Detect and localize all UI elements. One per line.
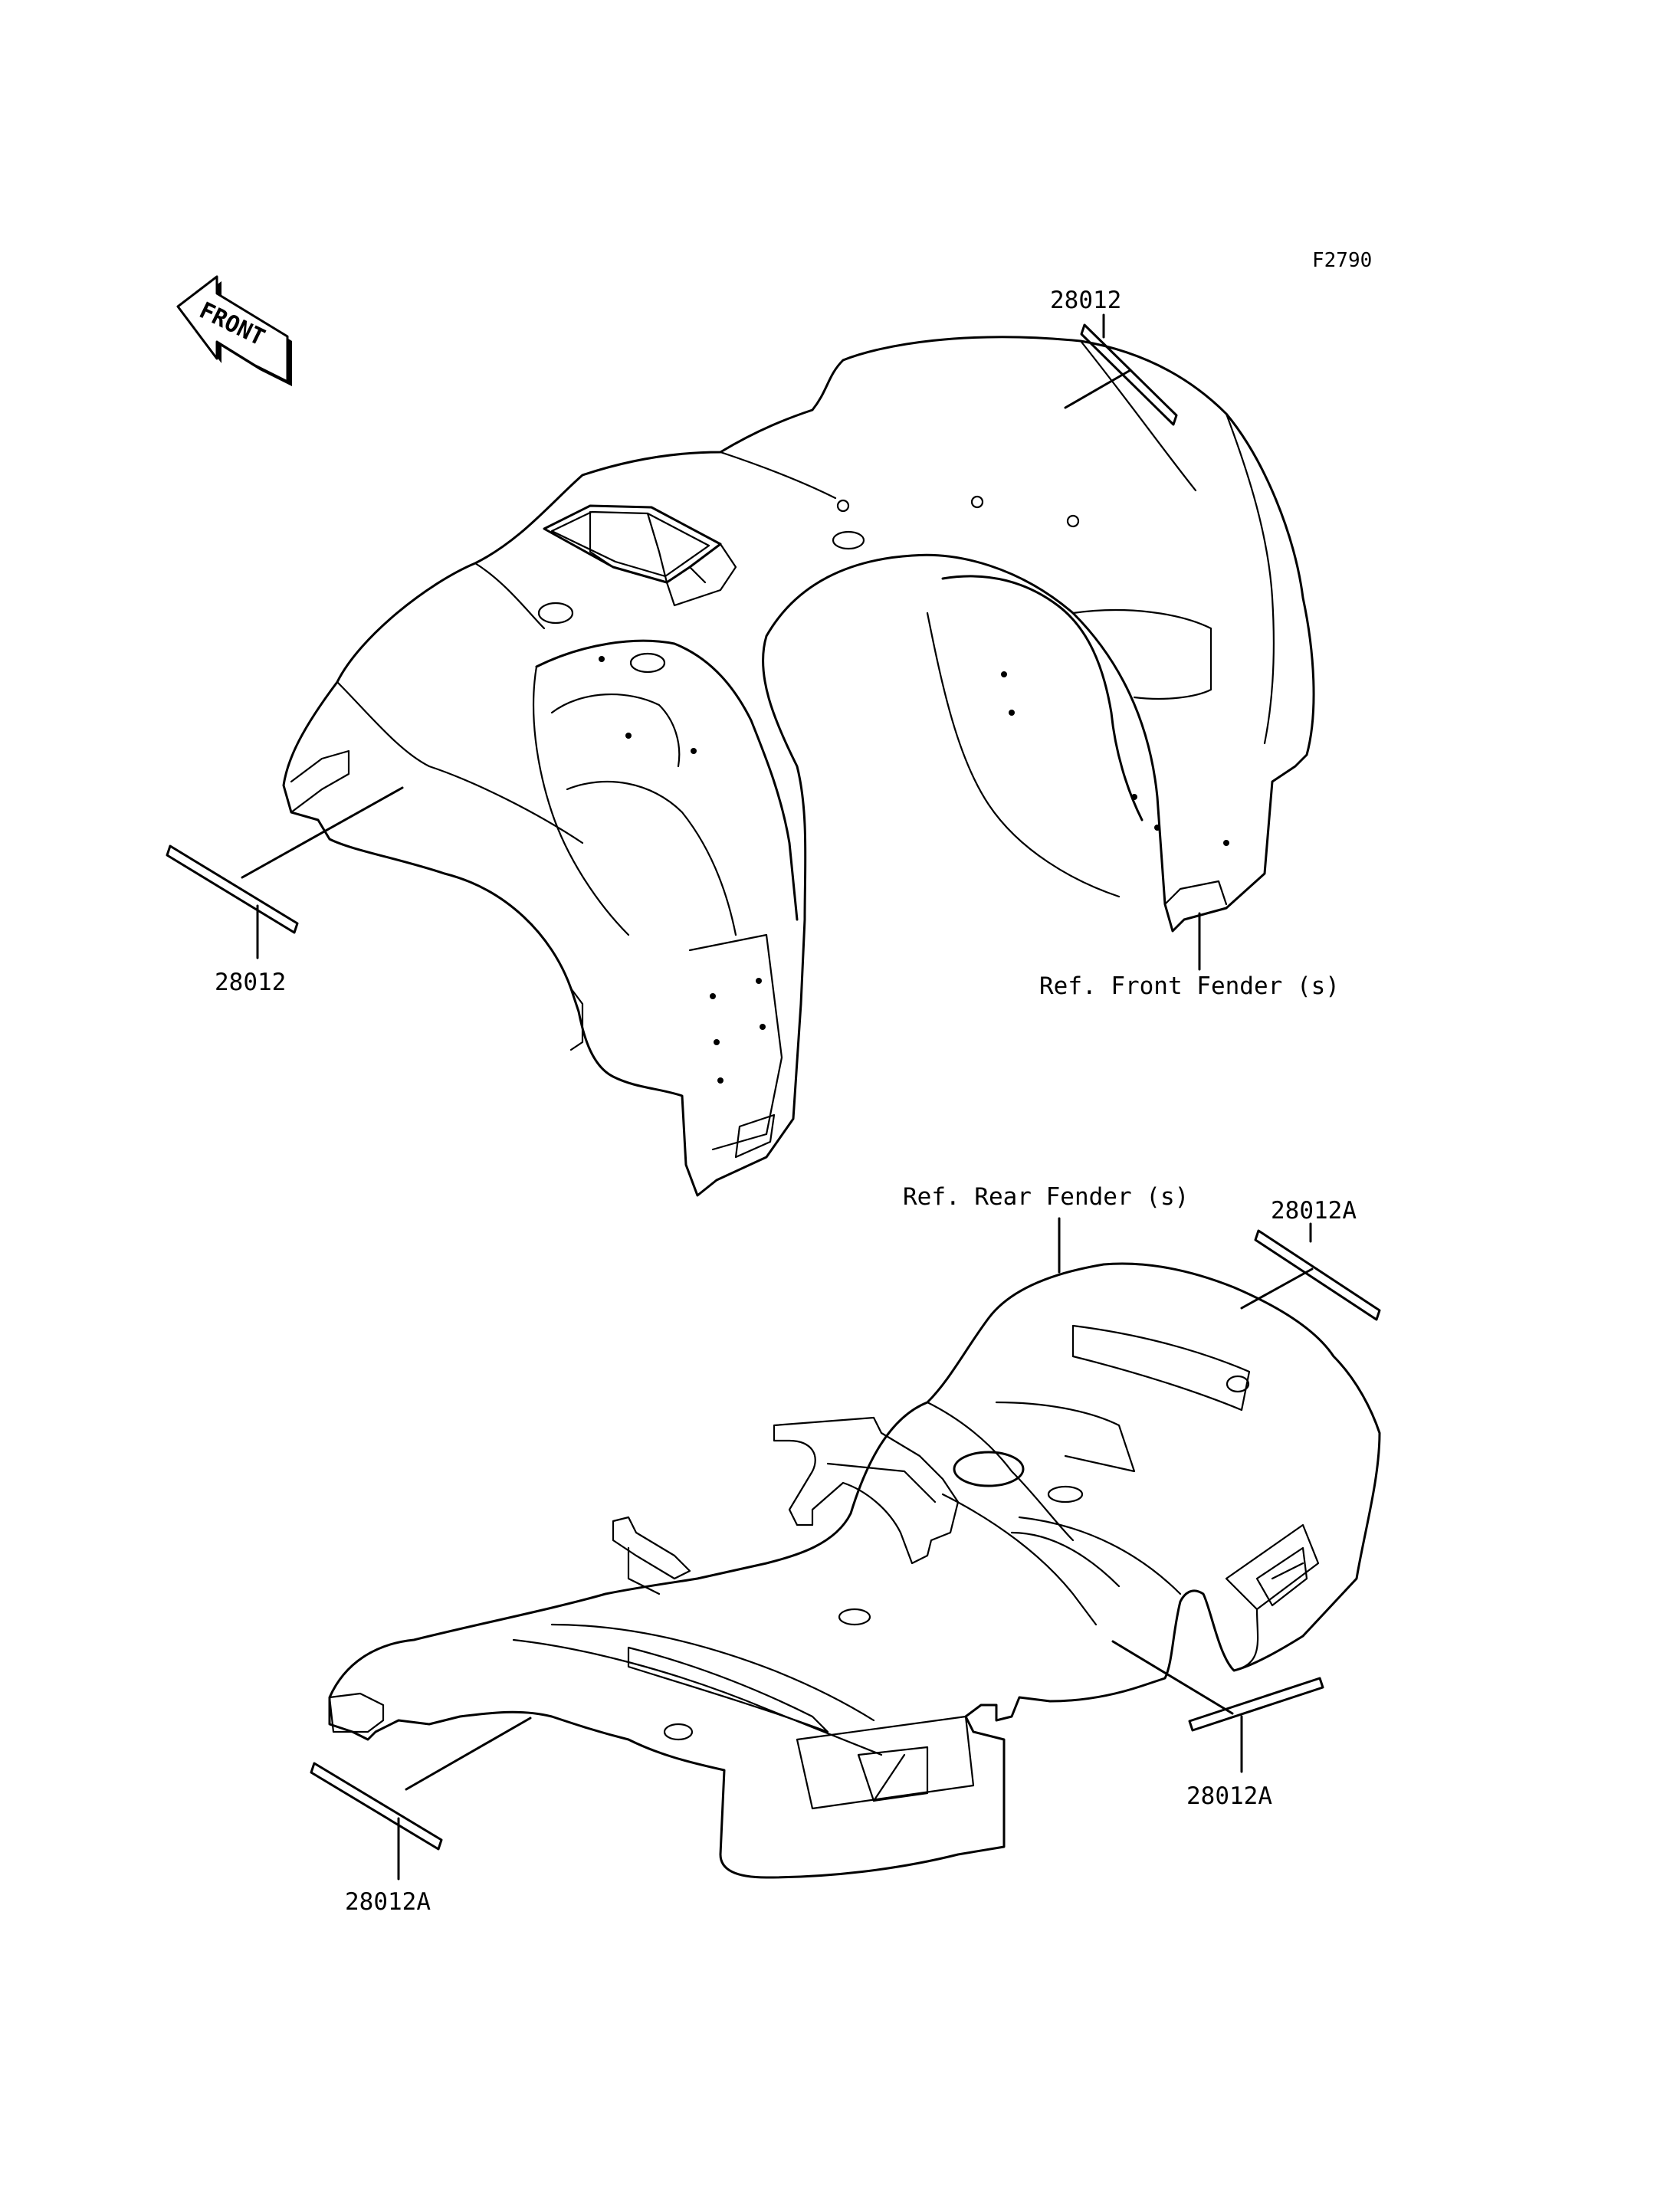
rear-top-right-part-callout: 28012A	[1240, 1197, 1381, 1321]
front-right-part-callout: 28012	[1050, 287, 1178, 426]
rear-top-right-part-label: 28012A	[1271, 1197, 1357, 1225]
front-left-part-label: 28012	[215, 969, 286, 996]
rear-left-part-callout: 28012A	[310, 1717, 532, 1916]
rear-fender-ref-label: Ref. Rear Fender (s)	[903, 1183, 1189, 1211]
front-left-part-callout: 28012	[166, 786, 404, 996]
rear-fender-ref-callout: Ref. Rear Fender (s)	[903, 1183, 1189, 1274]
rear-fender-drawing	[328, 1262, 1381, 1879]
front-fender-ref-callout: Ref. Front Fender (s)	[1039, 912, 1340, 1000]
front-right-part-label: 28012	[1050, 287, 1121, 314]
figure-code: F2790	[1312, 249, 1372, 272]
rear-right-part-callout: 28012A	[1111, 1640, 1324, 1810]
front-fender-drawing	[282, 336, 1315, 1197]
rear-right-part-label: 28012A	[1186, 1782, 1272, 1810]
rear-left-part-label: 28012A	[345, 1888, 431, 1916]
front-arrow-icon: FRONT	[176, 275, 292, 386]
front-fender-ref-label: Ref. Front Fender (s)	[1039, 972, 1340, 1000]
